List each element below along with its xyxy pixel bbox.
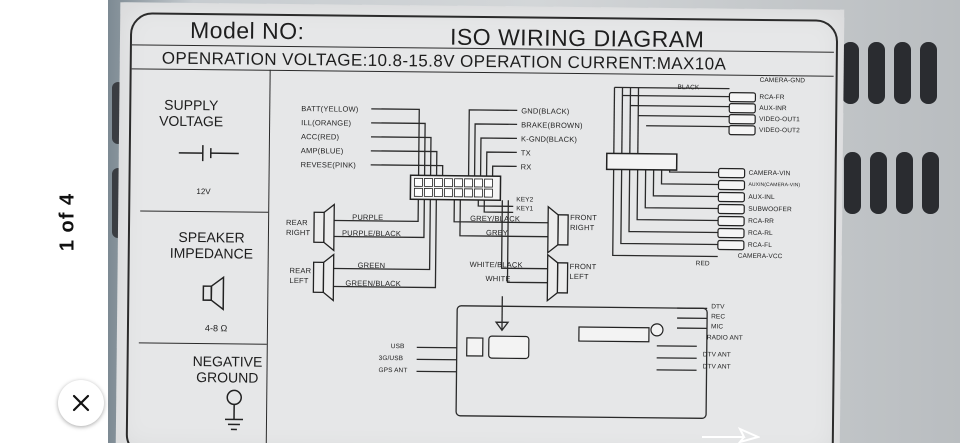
wiring-diagram: [312, 86, 757, 419]
rca-label: SUBWOOFER: [748, 205, 792, 214]
wire-purple: PURPLE: [352, 212, 384, 222]
dtv-ant-label: DTV ANT: [702, 363, 731, 371]
speaker-icon: [202, 275, 225, 311]
arrow-icon: [702, 426, 760, 443]
rca-label: AUX-INL: [748, 193, 775, 202]
close-icon: [72, 394, 90, 412]
page-counter: 1 of 4: [56, 192, 79, 252]
radio-ant-label: RADIO ANT: [706, 334, 743, 342]
mic-label: MIC: [710, 323, 724, 331]
wire-black: BLACK: [677, 84, 700, 92]
wire-green: GREEN: [357, 260, 386, 271]
wire-label-rx: RX: [520, 162, 532, 172]
wire-white-black: WHITE/BLACK: [469, 259, 523, 270]
wire-label-reverse: REVESE(PINK): [300, 160, 357, 170]
3g-usb-label: 3G/USB: [378, 354, 404, 363]
front-left-label: FRONT LEFT: [569, 261, 597, 282]
vent-slot: [844, 152, 861, 214]
wire-label-kgnd: K-GND(BLACK): [520, 134, 578, 145]
vent-slot: [870, 152, 887, 214]
wire-label-amp: AMP(BLUE): [300, 146, 344, 156]
rca-label: AUX-INR: [759, 104, 787, 113]
rca-label: VIDEO-OUT1: [759, 115, 800, 124]
wire-grey: GREY: [485, 228, 509, 238]
vent-slot: [842, 42, 859, 104]
camera-vcc-label: CAMERA-VCC: [737, 252, 783, 261]
vent-slot: [922, 152, 939, 214]
dtv-ant-label: DTV ANT: [702, 351, 731, 359]
wire-red: RED: [695, 260, 710, 268]
rec-label: REC: [711, 313, 726, 321]
gps-ant-label: GPS ANT: [378, 366, 408, 375]
rca-label: RCA-RR: [748, 217, 775, 226]
rear-left-label: REAR LEFT: [289, 266, 312, 286]
rca-label: RCA-FL: [747, 241, 772, 250]
wire-label-batt: BATT(YELLOW): [301, 104, 359, 114]
camera-gnd-label: CAMERA-GND: [759, 76, 806, 85]
rca-label: RCA-RL: [747, 229, 773, 238]
usb-label: USB: [390, 343, 405, 351]
vent-slot: [920, 42, 937, 104]
key2-label: KEY2: [516, 196, 534, 204]
rca-label: AUXIN(CAMERA-VIN): [748, 181, 801, 189]
wire-label-acc: ACC(RED): [300, 132, 340, 142]
rca-label: CAMERA-VIN: [748, 169, 791, 178]
rca-label: RCA-FR: [759, 93, 785, 102]
wire-grey-black: GREY/BLACK: [470, 213, 521, 224]
rca-connector-icon: [605, 152, 678, 171]
wire-label-gnd: GND(BLACK): [521, 106, 570, 116]
wire-green-black: GREEN/BLACK: [345, 278, 402, 289]
battery-icon: [178, 145, 239, 162]
dtv-label: DTV: [711, 303, 725, 311]
rear-right-label: REAR RIGHT: [285, 217, 311, 238]
vent-slot: [894, 42, 911, 104]
rca-label: VIDEO-OUT2: [759, 126, 800, 135]
vent-slot: [868, 42, 885, 104]
front-right-label: FRONT RIGHT: [569, 212, 598, 233]
vent-slot: [896, 152, 913, 214]
wire-white: WHITE: [485, 274, 511, 284]
key1-label: KEY1: [516, 205, 534, 213]
ground-icon: [225, 389, 244, 431]
wire-label-tx: TX: [520, 148, 531, 158]
wire-label-ill: ILL(ORANGE): [301, 118, 352, 128]
wire-purple-black: PURPLE/BLACK: [341, 228, 402, 239]
close-button[interactable]: [58, 380, 104, 426]
wiring-sticker: Model NO: ISO WIRING DIAGRAM OPENRATION …: [115, 2, 845, 443]
wire-label-brake: BRAKE(BROWN): [521, 120, 583, 131]
